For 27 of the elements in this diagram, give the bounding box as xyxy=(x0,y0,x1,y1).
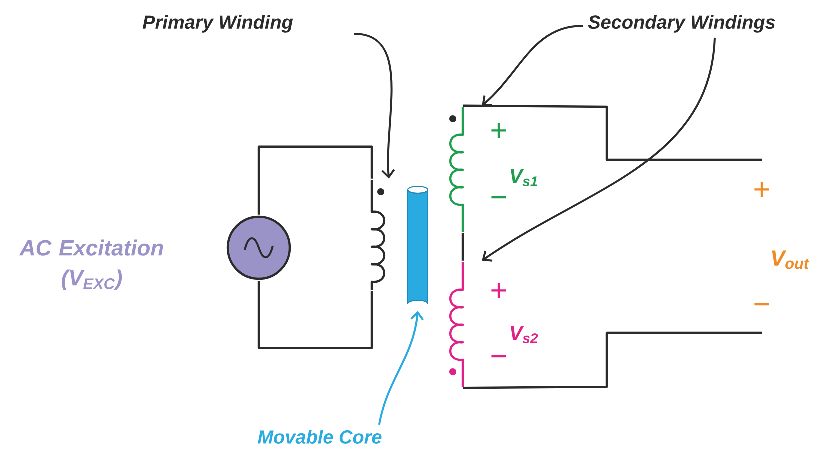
arrow xyxy=(482,25,584,106)
arrow xyxy=(482,38,716,262)
wire xyxy=(258,146,374,215)
callout-label: Primary Winding xyxy=(142,15,294,33)
polarity-sign: + xyxy=(754,182,770,198)
voltage-label: V$_{s1}$ xyxy=(510,170,538,186)
ac-source-symbol xyxy=(226,216,292,280)
coil-drawing xyxy=(450,107,464,232)
voltage-label: V$_{s2}$ xyxy=(510,326,538,344)
callout-label: Movable Core xyxy=(258,430,382,444)
wire xyxy=(462,233,464,261)
core-drawing xyxy=(408,186,428,304)
polarity-sign: + xyxy=(492,283,506,298)
excitation-label: AC Excitation (V$_{EXC}$) xyxy=(19,240,164,290)
polarity-sign: + xyxy=(492,123,506,138)
arrow xyxy=(378,311,424,426)
wire xyxy=(463,104,762,162)
coil-drawing xyxy=(450,262,464,387)
wire xyxy=(258,281,374,350)
polarity-sign: − xyxy=(754,303,770,306)
polarity-sign: − xyxy=(492,196,506,199)
callout-label: Secondary Windings xyxy=(588,15,776,33)
wire xyxy=(463,332,762,390)
voltage-label: V$_{out}$ xyxy=(772,250,810,270)
arrow xyxy=(354,33,396,179)
polarity-sign: − xyxy=(492,355,506,358)
coil-drawing xyxy=(370,180,386,290)
